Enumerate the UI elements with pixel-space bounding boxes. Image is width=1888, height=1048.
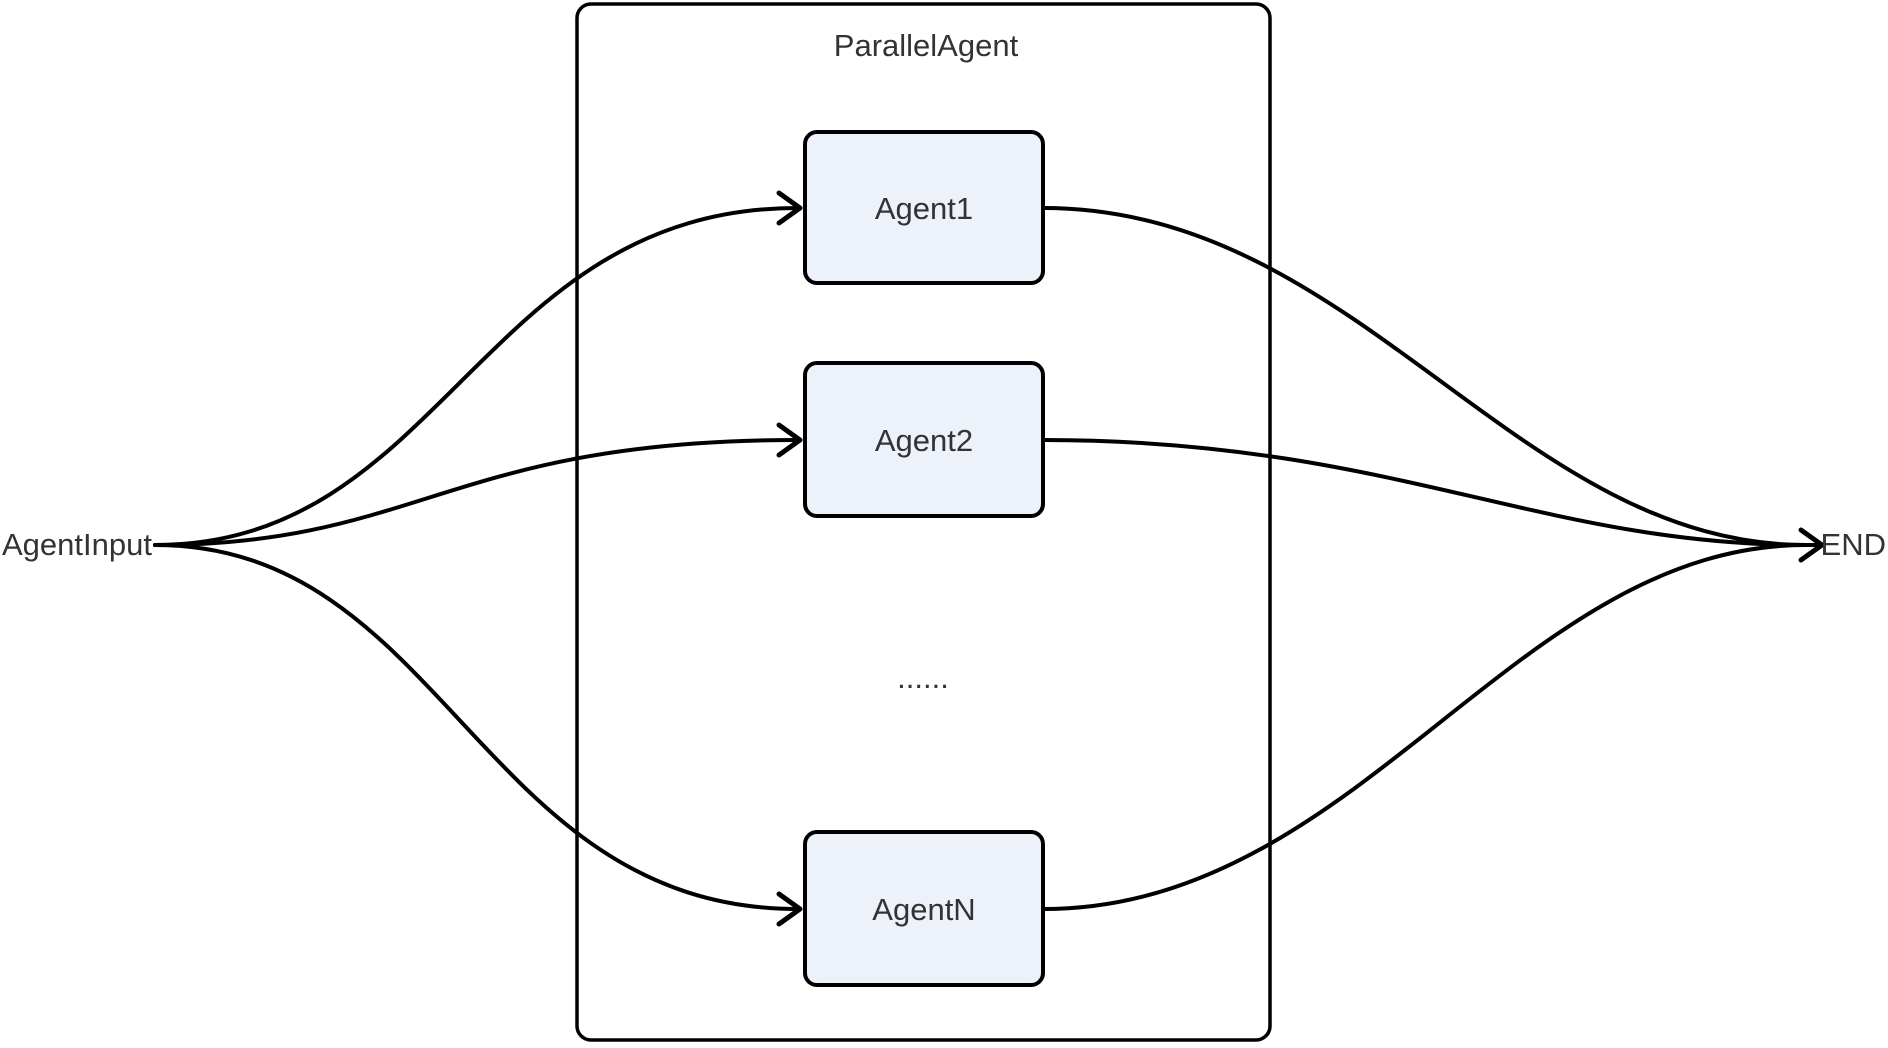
arrowhead-agentn-icon	[776, 891, 803, 927]
arrowhead-agent1-icon	[776, 190, 803, 226]
ellipsis-label: ......	[897, 660, 949, 695]
cluster-border	[575, 2, 1272, 1042]
edge-agent2-to-end	[1041, 438, 1808, 547]
arrowhead-end-icon	[1798, 527, 1825, 563]
edge-agent1-to-end	[1041, 206, 1808, 547]
node-agent1: Agent1	[803, 130, 1045, 285]
edge-input-to-agentn	[153, 543, 800, 911]
arrowheads	[776, 190, 1825, 927]
end-label: END	[1821, 527, 1886, 562]
arrowhead-agent2-icon	[776, 422, 803, 458]
parallel-agent-cluster: ParallelAgent	[575, 2, 1272, 1042]
node-agent1-box	[803, 130, 1045, 285]
node-agent2-box	[803, 361, 1045, 518]
node-agent2-label: Agent2	[875, 423, 973, 458]
start-label: AgentInput	[2, 527, 152, 562]
node-agent2: Agent2	[803, 361, 1045, 518]
edge-input-to-agent1	[153, 206, 800, 547]
node-agent1-label: Agent1	[875, 191, 973, 226]
edges	[153, 206, 1820, 911]
edge-input-to-agent2	[153, 438, 800, 547]
node-agentn: AgentN	[803, 830, 1045, 987]
node-agentn-box	[803, 830, 1045, 987]
cluster-title: ParallelAgent	[834, 28, 1019, 63]
edge-agentn-to-end	[1041, 543, 1808, 911]
node-agentn-label: AgentN	[872, 892, 975, 927]
